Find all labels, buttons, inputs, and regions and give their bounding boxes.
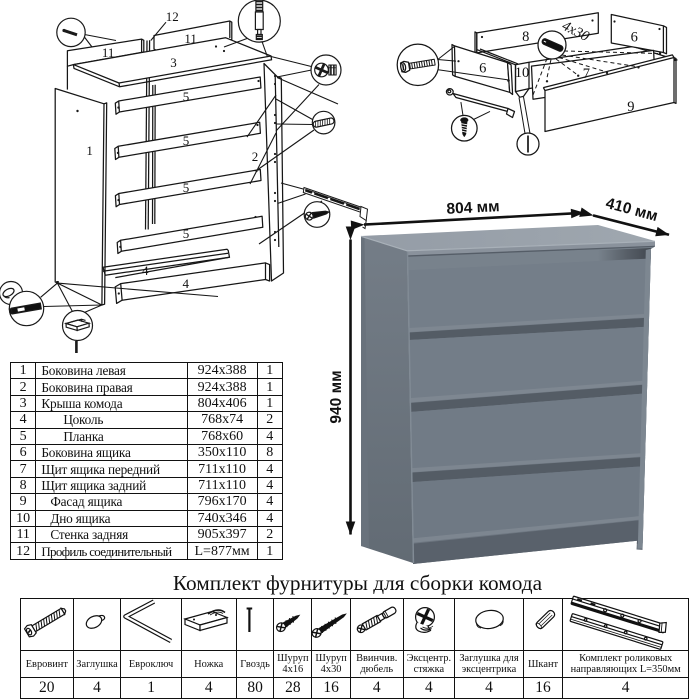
svg-text:5: 5 — [183, 89, 190, 104]
svg-text:11: 11 — [184, 31, 197, 46]
svg-text:5: 5 — [183, 180, 190, 195]
svg-text:2: 2 — [252, 149, 259, 164]
svg-text:940 мм: 940 мм — [328, 370, 345, 423]
svg-text:3: 3 — [170, 55, 177, 70]
svg-text:6: 6 — [631, 30, 638, 46]
svg-text:9: 9 — [627, 99, 634, 115]
svg-text:1: 1 — [86, 143, 93, 158]
svg-text:11: 11 — [102, 45, 115, 60]
svg-text:6: 6 — [479, 61, 486, 77]
svg-text:12: 12 — [166, 9, 179, 24]
svg-text:4: 4 — [183, 276, 190, 291]
svg-text:10: 10 — [515, 65, 530, 81]
svg-text:804 мм: 804 мм — [446, 198, 500, 218]
svg-text:4: 4 — [142, 263, 149, 278]
svg-text:5: 5 — [183, 133, 190, 148]
svg-text:7: 7 — [583, 66, 590, 82]
svg-text:5: 5 — [183, 226, 190, 241]
svg-text:8: 8 — [522, 29, 529, 45]
